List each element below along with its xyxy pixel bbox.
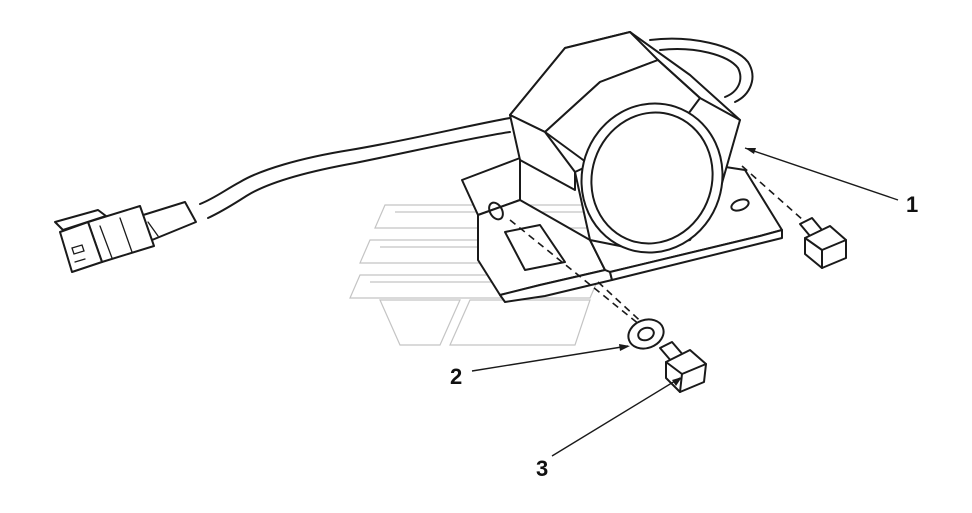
callout-3-label: 3 [536,456,548,481]
bolt-lower [659,341,707,393]
assembly-line-bolt-1 [741,165,813,229]
back-up-alarm [509,31,741,254]
leader-3 [551,377,682,457]
rear-strap [649,37,754,103]
electrical-connector [54,201,197,273]
alarm-cable [199,117,511,219]
leader-2 [471,344,630,372]
bolt-right [799,217,847,269]
leader-1 [744,147,899,201]
washer [627,318,665,350]
callout-2-label: 2 [450,364,462,389]
callout-1-label: 1 [906,192,918,217]
assembly-line-bolt-3 [509,219,641,326]
